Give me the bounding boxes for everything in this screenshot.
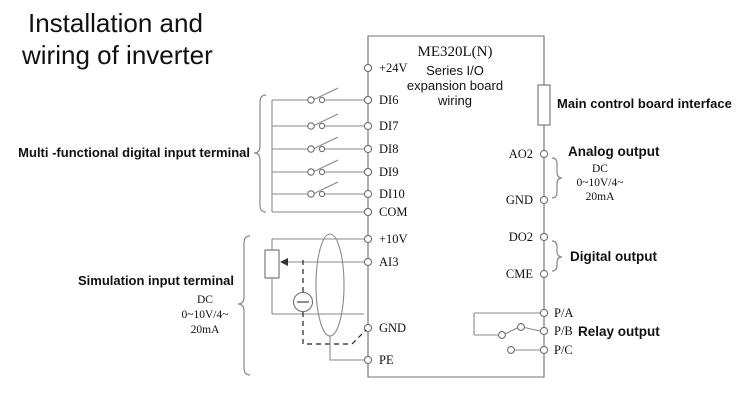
terminal-dot-cme: [539, 269, 549, 279]
terminal-label-di10: DI10: [379, 187, 405, 201]
terminal-label-di6: DI6: [379, 93, 398, 107]
potentiometer-wiper-arrow: [280, 258, 288, 266]
main-control-annotation: Main control board interface: [557, 96, 732, 111]
terminal-dot-gnd-right: [539, 195, 549, 205]
terminal-dot-pb: [539, 326, 549, 336]
relay-pivot-dot[interactable]: [498, 331, 506, 339]
terminal-label-cme: CME: [506, 267, 533, 281]
simulation-spec-line2: 0~10V/4~: [182, 309, 229, 321]
relay-pc-contact-dot[interactable]: [507, 346, 515, 354]
di9-switch-arm: [312, 159, 339, 173]
di9-switch-pivot[interactable]: [307, 168, 315, 176]
shield-drain-to-pe: [329, 336, 364, 361]
di9-switch-contact[interactable]: [318, 168, 326, 176]
terminal-dot-10v: [363, 234, 373, 244]
terminal-label-di7: DI7: [379, 119, 398, 133]
relay-pb-contact-dot[interactable]: [517, 323, 525, 331]
terminal-dot-do2: [539, 232, 549, 242]
terminal-dot-24v: [363, 63, 373, 73]
di8-switch-contact[interactable]: [318, 145, 326, 153]
terminal-dot-gnd-left: [363, 323, 373, 333]
simulation-spec-line3: 20mA: [191, 324, 220, 336]
main-control-connector-block: [537, 84, 551, 126]
board-model-label: ME320L(N): [418, 44, 493, 60]
terminal-label-do2: DO2: [509, 230, 533, 244]
terminal-dot-di6: [363, 95, 373, 105]
terminal-label-ao2: AO2: [509, 147, 533, 161]
potentiometer-body[interactable]: [264, 249, 280, 279]
terminal-dot-pa: [539, 308, 549, 318]
board-caption-line2: expansion board: [407, 78, 503, 93]
terminal-label-gnd-left: GND: [379, 321, 406, 335]
simulation-spec-line1: DC: [197, 294, 213, 306]
terminal-dot-pc: [539, 345, 549, 355]
terminal-label-com: COM: [379, 205, 407, 219]
terminal-label-di8: DI8: [379, 142, 398, 156]
left-terminal-group: +24V DI6 DI7 DI8 DI9 DI10 COM +10V AI3 G…: [363, 61, 408, 367]
terminal-dot-di8: [363, 144, 373, 154]
relay-output-network: [473, 312, 541, 351]
terminal-dot-di7: [363, 121, 373, 131]
relay-pb-wire: [521, 326, 541, 332]
analog-output-brace: [551, 157, 563, 199]
di6-switch-pivot[interactable]: [307, 96, 315, 104]
terminal-label-10v: +10V: [379, 232, 408, 246]
terminal-dot-di9: [363, 167, 373, 177]
di8-switch-pivot[interactable]: [307, 145, 315, 153]
terminal-dot-ao2: [539, 149, 549, 159]
terminal-dot-com: [363, 207, 373, 217]
digital-input-annotation: Multi -functional digital input terminal: [18, 145, 250, 160]
di6-switch-arm: [312, 87, 339, 101]
board-caption-line3: wiring: [437, 93, 472, 108]
terminal-label-pc: P/C: [554, 343, 573, 357]
page-title-line2: wiring of inverter: [21, 40, 213, 70]
analog-output-annotation: Analog output: [568, 144, 660, 159]
terminal-label-pa: P/A: [554, 306, 573, 320]
relay-output-annotation: Relay output: [578, 324, 660, 339]
simulation-input-brace: [237, 235, 251, 376]
terminal-label-di9: DI9: [379, 165, 398, 179]
analog-output-spec-line3: 20mA: [586, 191, 615, 203]
di10-switch-contact[interactable]: [318, 190, 326, 198]
digital-output-annotation: Digital output: [570, 249, 657, 264]
analog-output-spec-line1: DC: [592, 163, 608, 175]
right-terminal-group: AO2 GND DO2 CME P/A P/B P/C: [506, 147, 574, 357]
digital-output-brace: [551, 240, 563, 272]
cable-shield-ellipse: [315, 233, 345, 337]
terminal-label-gnd-right: GND: [506, 193, 533, 207]
digital-input-switch-network: [271, 87, 364, 213]
simulation-input-annotation: Simulation input terminal: [78, 273, 234, 288]
board-caption-line1: Series I/O: [426, 63, 484, 78]
analog-input-network: [264, 238, 364, 315]
di7-switch-arm: [312, 113, 339, 127]
terminal-dot-ai3: [363, 257, 373, 267]
terminal-label-ai3: AI3: [379, 255, 398, 269]
di6-switch-contact[interactable]: [318, 96, 326, 104]
terminal-label-pe: PE: [379, 353, 394, 367]
di7-switch-pivot[interactable]: [307, 122, 315, 130]
terminal-label-24v: +24V: [379, 61, 408, 75]
terminal-label-pb: P/B: [554, 324, 573, 338]
terminal-dot-di10: [363, 189, 373, 199]
terminal-dot-pe: [363, 355, 373, 365]
digital-input-brace: [253, 94, 267, 213]
analog-output-spec-line2: 0~10V/4~: [577, 177, 624, 189]
di10-switch-arm: [312, 181, 339, 195]
page-title-line1: Installation and: [28, 8, 203, 38]
di8-switch-arm: [312, 136, 339, 150]
di7-switch-contact[interactable]: [318, 122, 326, 130]
current-loop-dashed-path: [302, 260, 367, 345]
di10-switch-pivot[interactable]: [307, 190, 315, 198]
